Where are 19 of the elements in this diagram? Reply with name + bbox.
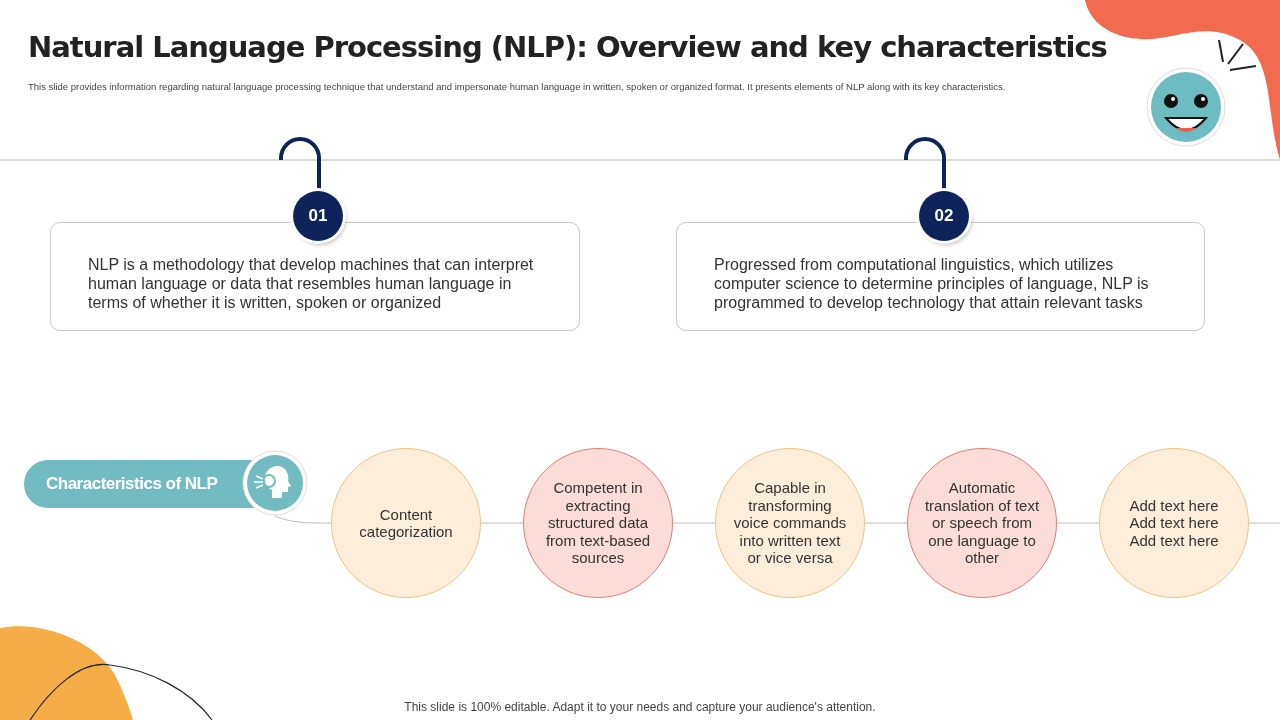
step-number-badge: 02 [919,191,969,241]
card-text: Progressed from computational linguistics, which utilizes computer science to determine principles of language, NLP is programmed to develop technology that attain relevant tasks [714,255,1150,312]
heading-text: Characteristics of NLP [46,474,218,494]
step-number-badge: 01 [293,191,343,241]
connector-line [274,515,332,524]
slide-title: Natural Language Processing (NLP): Overview and key characteristics [28,30,1107,64]
card-text: NLP is a methodology that develop machines that can interpret human language or data that resembles human language in terms of whether it is written, spoken or organized [88,255,535,312]
characteristic-circle: Capable in transforming voice commands into written text or vice versa [715,448,865,598]
connector-line [480,522,524,524]
footer-note: This slide is 100% editable. Adapt it to your needs and capture your audience's attention. [403,700,877,714]
connector-line [1056,522,1100,524]
characteristic-circle: Automatic translation of text or speech from one language to other [907,448,1057,598]
connector-line [864,522,908,524]
characteristic-circle: Content categorization [331,448,481,598]
slide-subtitle: This slide provides information regarding natural language processing technique that understand and impersonate human language in written, spoken or organized format. It presents elements of NLP along with its key characteristics. [28,81,1006,92]
connector-line [672,522,716,524]
characteristic-circle: Add text here Add text here Add text here [1099,448,1249,598]
characteristic-circle: Competent in extracting structured data from text-based sources [523,448,673,598]
connector-line [1248,522,1280,524]
